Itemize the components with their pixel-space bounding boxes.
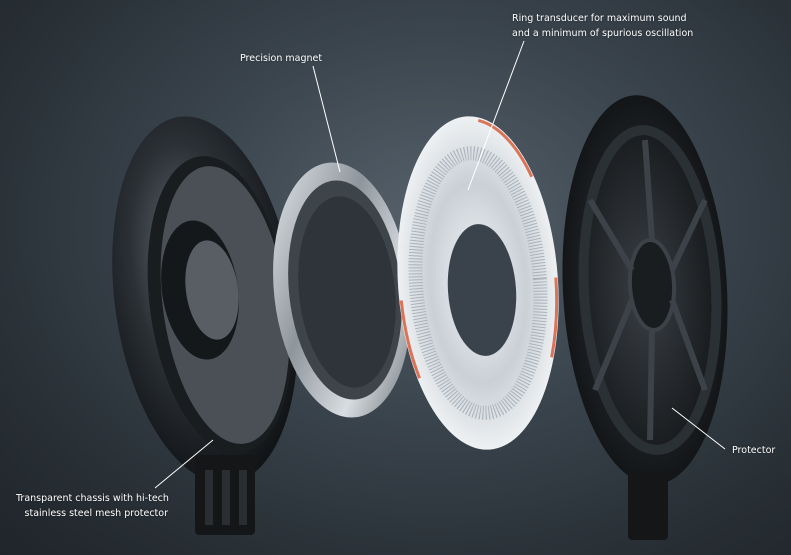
precision-magnet-text: Precision magnet bbox=[240, 53, 323, 64]
ring-transducer-text-line1: Ring transducer for maximum sound bbox=[512, 13, 687, 24]
protector-label: Protector bbox=[732, 443, 775, 458]
protector-leader-line bbox=[671, 407, 726, 450]
chassis bbox=[112, 116, 298, 535]
ring-transducer bbox=[397, 116, 559, 450]
chassis-text-line2: stainless steel mesh protector bbox=[24, 508, 168, 519]
protector bbox=[562, 95, 728, 540]
magnet-ring bbox=[273, 162, 411, 418]
ring-transducer-label: Ring transducer for maximum sound and a … bbox=[512, 11, 693, 41]
protector-text: Protector bbox=[732, 445, 776, 456]
magnet-leader-line bbox=[312, 65, 341, 173]
callout-leader-lines bbox=[154, 40, 726, 489]
ring-leader-line bbox=[467, 40, 525, 191]
chassis-text-line1: Transparent chassis with hi-tech bbox=[16, 493, 169, 504]
ring-transducer-text-line2: and a minimum of spurious oscillation bbox=[512, 28, 694, 39]
chassis-label: Transparent chassis with hi-tech stainle… bbox=[16, 491, 169, 521]
chassis-leader-line bbox=[154, 439, 214, 489]
precision-magnet-label: Precision magnet bbox=[240, 51, 322, 66]
